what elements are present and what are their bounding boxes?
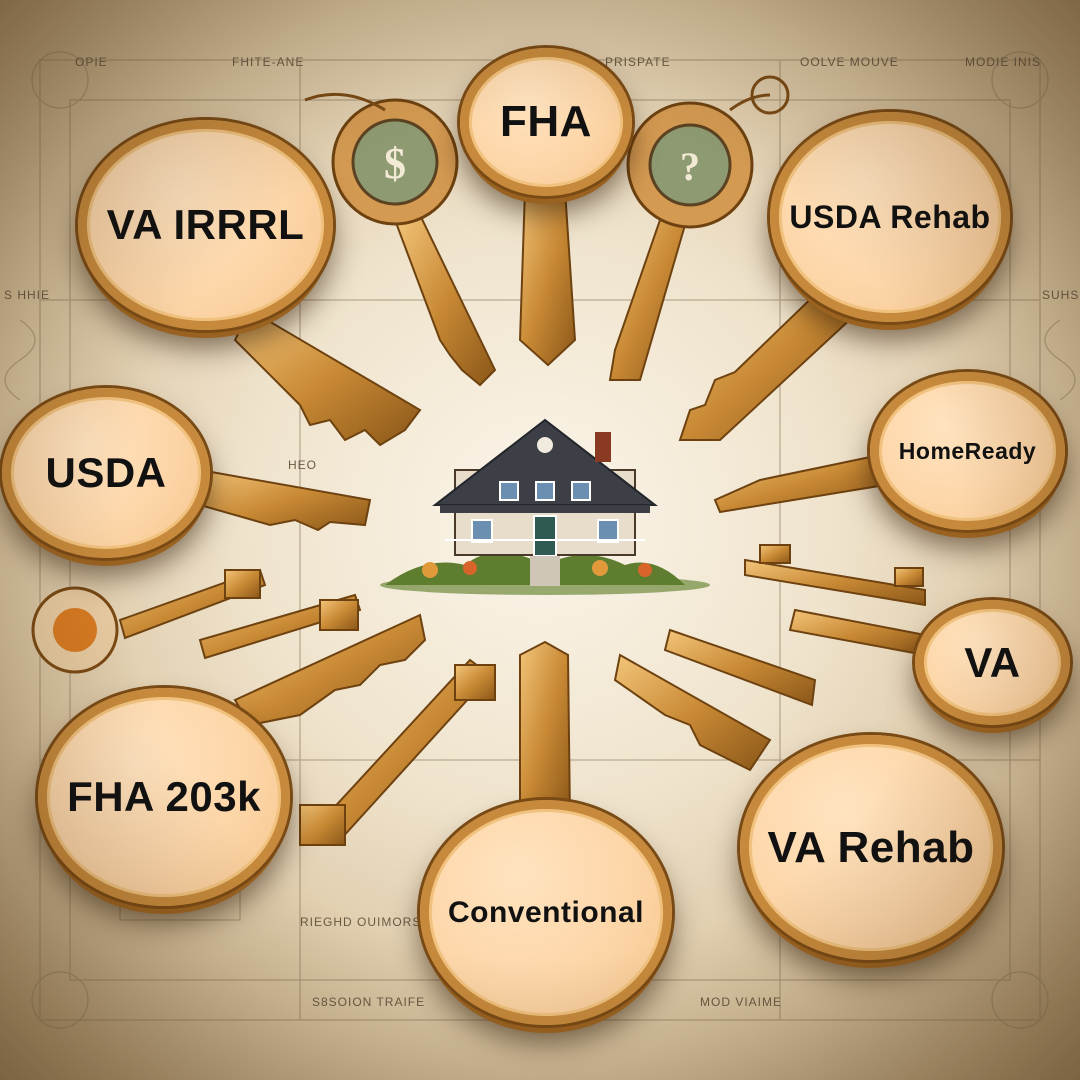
- key-icon: [519, 640, 572, 821]
- key-icon: [678, 283, 857, 441]
- fine-print: PRISPATE: [605, 55, 671, 69]
- fine-print: FHITE-ANE: [232, 55, 305, 69]
- key-fha: FHA: [460, 48, 632, 196]
- key-label: HomeReady: [898, 437, 1037, 464]
- key-icon: [319, 599, 359, 631]
- key-label: USDA: [45, 449, 167, 496]
- key-icon: [233, 308, 422, 447]
- key-label: FHA 203k: [67, 773, 261, 820]
- key-icon: [744, 558, 926, 607]
- svg-text:?: ?: [680, 144, 700, 189]
- key-icon: [518, 189, 577, 367]
- key-icon: [454, 664, 496, 701]
- fine-print: S8SOION TRAIFE: [312, 995, 426, 1009]
- key-va-irrrl: VA IRRRL: [78, 120, 333, 330]
- key-label: VA Rehab: [767, 822, 975, 872]
- key-icon: [663, 628, 817, 707]
- key-va: VA: [915, 600, 1070, 725]
- key-usda: USDA: [2, 388, 210, 558]
- fine-print: MODIE INIS: [965, 55, 1042, 69]
- key-label: VA: [964, 638, 1021, 686]
- fine-print: RIEGHD OUIMORSS: [300, 915, 431, 929]
- key-icon: [224, 569, 261, 599]
- fine-print: OPIE: [75, 55, 108, 69]
- key-icon: [894, 567, 924, 587]
- fine-print: SUHS: [1042, 288, 1080, 302]
- key-label: USDA Rehab: [789, 198, 991, 235]
- key-homeready: HomeReady: [870, 372, 1065, 530]
- house-icon: [380, 418, 710, 595]
- key-icon: [199, 468, 372, 532]
- key-icon: [299, 804, 346, 846]
- key-va-rehab: VA Rehab: [740, 735, 1002, 960]
- key-conventional: Conventional: [420, 800, 672, 1025]
- fine-print: HEO: [288, 458, 318, 472]
- key-blades: [118, 189, 926, 846]
- key-icon: [233, 613, 427, 727]
- fine-print: OOLVE MOUVE: [800, 55, 899, 69]
- key-icon: [613, 653, 772, 772]
- coin-tag-icon: $ ?: [31, 75, 790, 674]
- fine-print: MOD VIAIME: [700, 995, 783, 1009]
- svg-text:$: $: [384, 139, 406, 188]
- key-fha-203k: FHA 203k: [38, 688, 290, 906]
- key-label: VA IRRRL: [106, 201, 305, 248]
- key-icon: [393, 213, 497, 387]
- fine-print: S HHIE: [4, 288, 51, 302]
- key-icon: [713, 453, 887, 514]
- key-usda-rehab: USDA Rehab: [770, 112, 1010, 322]
- key-icon: [788, 608, 926, 657]
- key-icon: [759, 544, 791, 564]
- key-label: Conventional: [447, 895, 644, 929]
- key-label: FHA: [500, 97, 592, 146]
